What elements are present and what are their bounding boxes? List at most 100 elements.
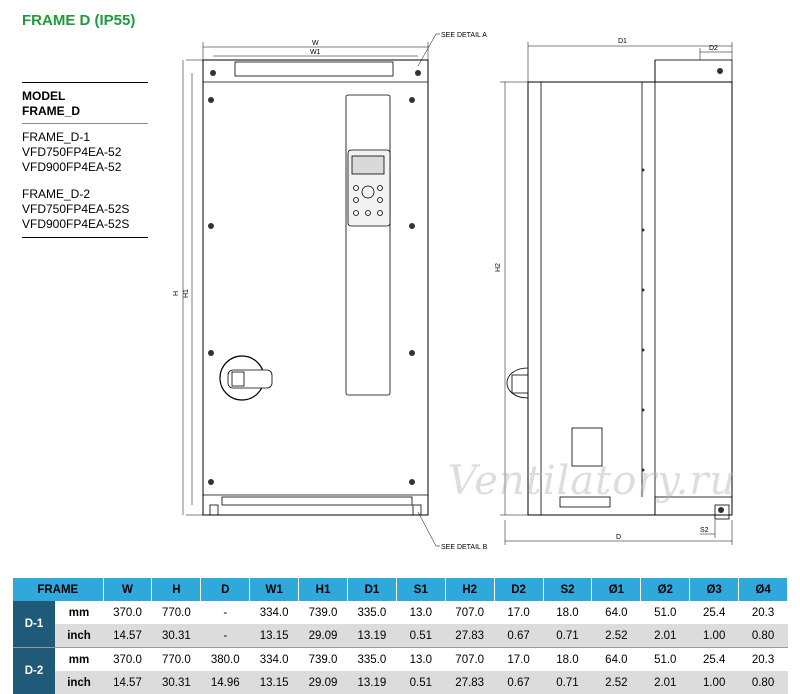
value-cell: 0.67 <box>494 671 543 694</box>
header-cell: D1 <box>347 578 396 601</box>
frame-cell: D-1 <box>13 601 55 648</box>
value-cell: 335.0 <box>347 601 396 624</box>
dim-d1-label: D1 <box>618 38 627 45</box>
dim-d-label: D <box>616 534 621 541</box>
header-cell: Ø4 <box>739 578 788 601</box>
side-view-outline <box>528 82 732 515</box>
value-cell: 13.0 <box>396 601 445 624</box>
value-cell: 770.0 <box>152 601 201 624</box>
value-cell: 17.0 <box>494 648 543 672</box>
value-cell: 29.09 <box>299 624 348 648</box>
value-cell: 770.0 <box>152 648 201 672</box>
value-cell: 20.3 <box>739 648 788 672</box>
value-cell: 27.83 <box>445 624 494 648</box>
value-cell: 13.15 <box>250 671 299 694</box>
table-header-row: FRAME W H D W1 H1 D1 S1 H2 D2 S2 Ø1 Ø2 Ø… <box>13 578 788 601</box>
value-cell: - <box>201 601 250 624</box>
value-cell: 14.57 <box>103 624 152 648</box>
value-cell: 0.80 <box>739 624 788 648</box>
front-view-outline <box>203 60 428 515</box>
header-cell: H2 <box>445 578 494 601</box>
value-cell: 14.57 <box>103 671 152 694</box>
value-cell: 13.19 <box>347 624 396 648</box>
value-cell: 27.83 <box>445 671 494 694</box>
value-cell: 0.71 <box>543 671 592 694</box>
value-cell: 2.01 <box>641 624 690 648</box>
value-cell: 30.31 <box>152 671 201 694</box>
value-cell: 1.00 <box>690 671 739 694</box>
header-cell: D2 <box>494 578 543 601</box>
header-cell: FRAME <box>13 578 103 601</box>
keypad-column <box>346 95 390 395</box>
unit-cell: mm <box>55 601 103 624</box>
dim-w-label: W <box>312 40 319 47</box>
value-cell: 334.0 <box>250 601 299 624</box>
table-row: D-1 mm 370.0 770.0 - 334.0 739.0 335.0 1… <box>13 601 788 624</box>
value-cell: 17.0 <box>494 601 543 624</box>
header-cell: H <box>152 578 201 601</box>
table-row: inch 14.57 30.31 - 13.15 29.09 13.19 0.5… <box>13 624 788 648</box>
top-vent <box>235 62 393 76</box>
value-cell: 2.52 <box>592 624 641 648</box>
value-cell: 51.0 <box>641 601 690 624</box>
value-cell: 334.0 <box>250 648 299 672</box>
value-cell: 739.0 <box>299 648 348 672</box>
value-cell: 18.0 <box>543 601 592 624</box>
value-cell: 0.80 <box>739 671 788 694</box>
value-cell: 64.0 <box>592 648 641 672</box>
value-cell: 25.4 <box>690 648 739 672</box>
watermark: Ventilatory.ru <box>448 458 736 504</box>
unit-cell: mm <box>55 648 103 672</box>
value-cell: 18.0 <box>543 648 592 672</box>
header-cell: Ø2 <box>641 578 690 601</box>
value-cell: 2.01 <box>641 671 690 694</box>
value-cell: 14.96 <box>201 671 250 694</box>
dim-h1-label: H1 <box>183 289 190 298</box>
dim-d2-label: D2 <box>709 45 718 52</box>
value-cell: 13.15 <box>250 624 299 648</box>
detail-b-label: SEE DETAIL B <box>441 544 488 551</box>
table-row: D-2 mm 370.0 770.0 380.0 334.0 739.0 335… <box>13 648 788 672</box>
header-cell: Ø1 <box>592 578 641 601</box>
value-cell: 13.0 <box>396 648 445 672</box>
value-cell: 2.52 <box>592 671 641 694</box>
value-cell: 25.4 <box>690 601 739 624</box>
unit-cell: inch <box>55 624 103 648</box>
frame-cell: D-2 <box>13 648 55 694</box>
value-cell: 0.51 <box>396 671 445 694</box>
dim-w1-label: W1 <box>310 49 321 56</box>
value-cell: 0.71 <box>543 624 592 648</box>
value-cell: 370.0 <box>103 648 152 672</box>
value-cell: 0.67 <box>494 624 543 648</box>
value-cell: 370.0 <box>103 601 152 624</box>
value-cell: 29.09 <box>299 671 348 694</box>
table-row: inch 14.57 30.31 14.96 13.15 29.09 13.19… <box>13 671 788 694</box>
side-handle-icon <box>507 368 528 398</box>
value-cell: - <box>201 624 250 648</box>
value-cell: 707.0 <box>445 601 494 624</box>
dim-h2-label: H2 <box>495 263 502 272</box>
dim-s2-label: S2 <box>700 527 709 534</box>
header-cell: S1 <box>396 578 445 601</box>
value-cell: 13.19 <box>347 671 396 694</box>
bottom-vent <box>222 497 412 505</box>
value-cell: 30.31 <box>152 624 201 648</box>
value-cell: 707.0 <box>445 648 494 672</box>
value-cell: 20.3 <box>739 601 788 624</box>
header-cell: H1 <box>299 578 348 601</box>
value-cell: 335.0 <box>347 648 396 672</box>
detail-a-label: SEE DETAIL A <box>441 32 487 39</box>
value-cell: 51.0 <box>641 648 690 672</box>
value-cell: 739.0 <box>299 601 348 624</box>
header-cell: D <box>201 578 250 601</box>
value-cell: 1.00 <box>690 624 739 648</box>
header-cell: Ø3 <box>690 578 739 601</box>
dim-h-label: H <box>173 291 180 296</box>
header-cell: W1 <box>250 578 299 601</box>
value-cell: 0.51 <box>396 624 445 648</box>
dimensions-table: FRAME W H D W1 H1 D1 S1 H2 D2 S2 Ø1 Ø2 Ø… <box>13 578 788 694</box>
header-cell: W <box>103 578 152 601</box>
value-cell: 64.0 <box>592 601 641 624</box>
header-cell: S2 <box>543 578 592 601</box>
value-cell: 380.0 <box>201 648 250 672</box>
